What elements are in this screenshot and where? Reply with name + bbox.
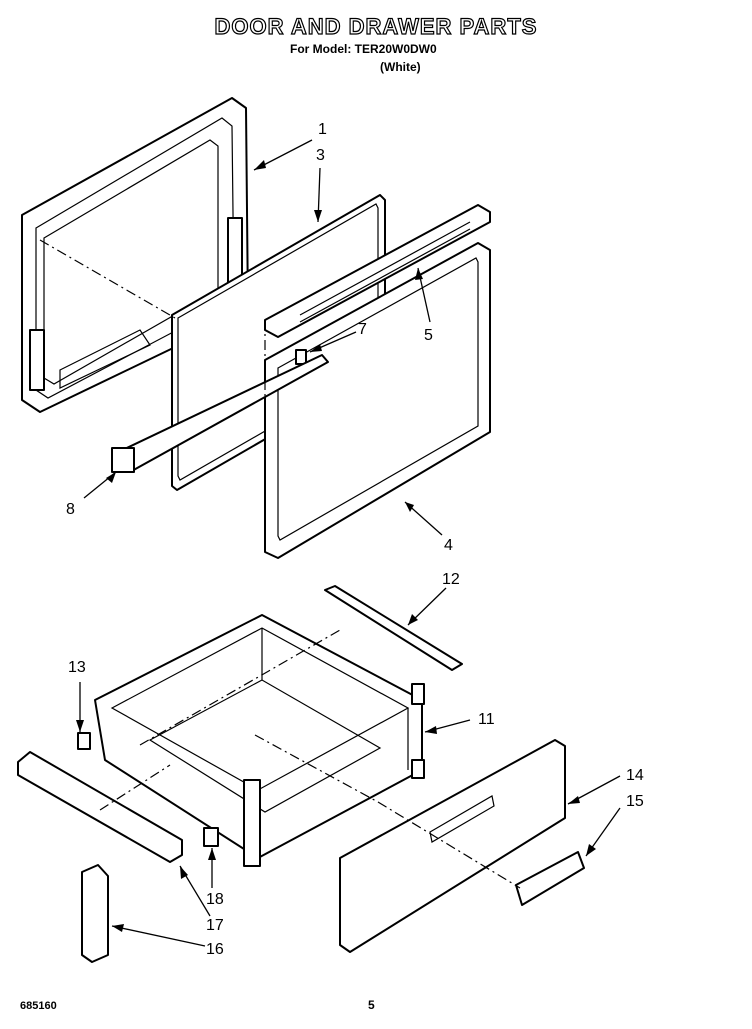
callout-1: 1: [318, 121, 327, 138]
part-18-rail-clip: [203, 827, 219, 847]
callout-13: 13: [68, 659, 86, 676]
model-line: For Model: TER20W0DW0: [290, 42, 437, 56]
callout-15: 15: [626, 793, 644, 810]
callout-4: 4: [444, 537, 453, 554]
callout-12: 12: [442, 571, 460, 588]
callout-3: 3: [316, 147, 325, 164]
part-13-drawer-clip: [77, 732, 91, 750]
callout-16: 16: [206, 941, 224, 958]
callout-17: 17: [206, 917, 224, 934]
part-8-door-bracket: [111, 354, 329, 473]
callout-14: 14: [626, 767, 644, 784]
part-15-drawer-handle: [515, 851, 585, 906]
callout-18: 18: [206, 891, 224, 908]
part-7-hinge-clip: [295, 349, 307, 365]
callout-7: 7: [358, 321, 367, 338]
document-number: 685160: [20, 1000, 57, 1012]
color-line: (White): [380, 60, 421, 74]
part-12-drawer-rail: [324, 585, 463, 671]
leader-lines: [76, 139, 621, 947]
part-17-front-rail: [17, 751, 183, 863]
part-4-inner-door-frame: [264, 242, 491, 559]
part-14-drawer-front: [339, 739, 566, 953]
callout-8: 8: [66, 501, 75, 518]
part-5-vent-trim: [264, 204, 491, 338]
page-number: 5: [368, 998, 375, 1012]
callout-labels: 1 3 5 7 8 4 12 13 11 14 15 18 17 16: [66, 121, 644, 958]
part-16-end-cap: [81, 864, 109, 963]
callout-11: 11: [478, 711, 495, 728]
callout-5: 5: [424, 327, 433, 344]
page-title: DOOR AND DRAWER PARTS: [214, 13, 538, 39]
